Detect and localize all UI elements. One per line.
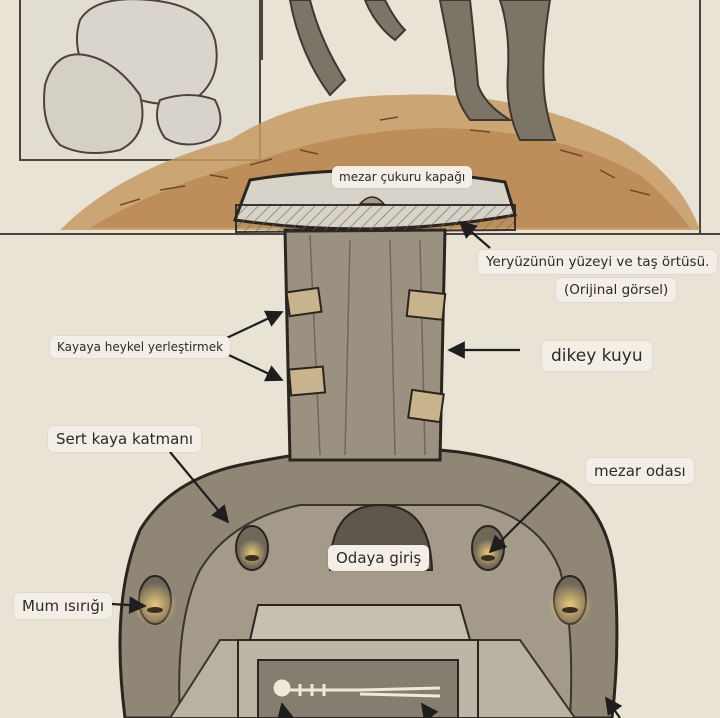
label-chamber: mezar odası (586, 458, 694, 484)
label-surface: Yeryüzünün yüzeyi ve taş örtüsü. (478, 250, 718, 274)
arrow-hard-rock (169, 451, 230, 524)
arrow-candle (111, 596, 147, 614)
label-entrance: Odaya giriş (328, 545, 430, 571)
label-hard-rock: Sert kaya katmanı (48, 426, 201, 452)
skeleton (273, 679, 441, 698)
arrow-surface (458, 220, 491, 249)
label-cover: mezar çukuru kapağı (332, 166, 473, 188)
arrow-niche-1 (217, 310, 284, 343)
arrow-bottom-right (604, 696, 623, 718)
vertical-shaft (283, 228, 447, 462)
label-original: (Orijinal görsel) (556, 278, 677, 302)
arrow-bottom-2 (420, 702, 439, 718)
tree-trunks (288, 0, 557, 141)
label-shaft: dikey kuyu (542, 341, 652, 371)
sarcophagus (237, 604, 479, 718)
arrow-chamber (488, 481, 561, 554)
arrow-bottom-1 (276, 702, 294, 718)
stone-inset-panel (19, 0, 261, 161)
label-candle: Mum ısırığı (14, 593, 113, 619)
label-niches: Kayaya heykel yerleştirmek (50, 336, 231, 358)
